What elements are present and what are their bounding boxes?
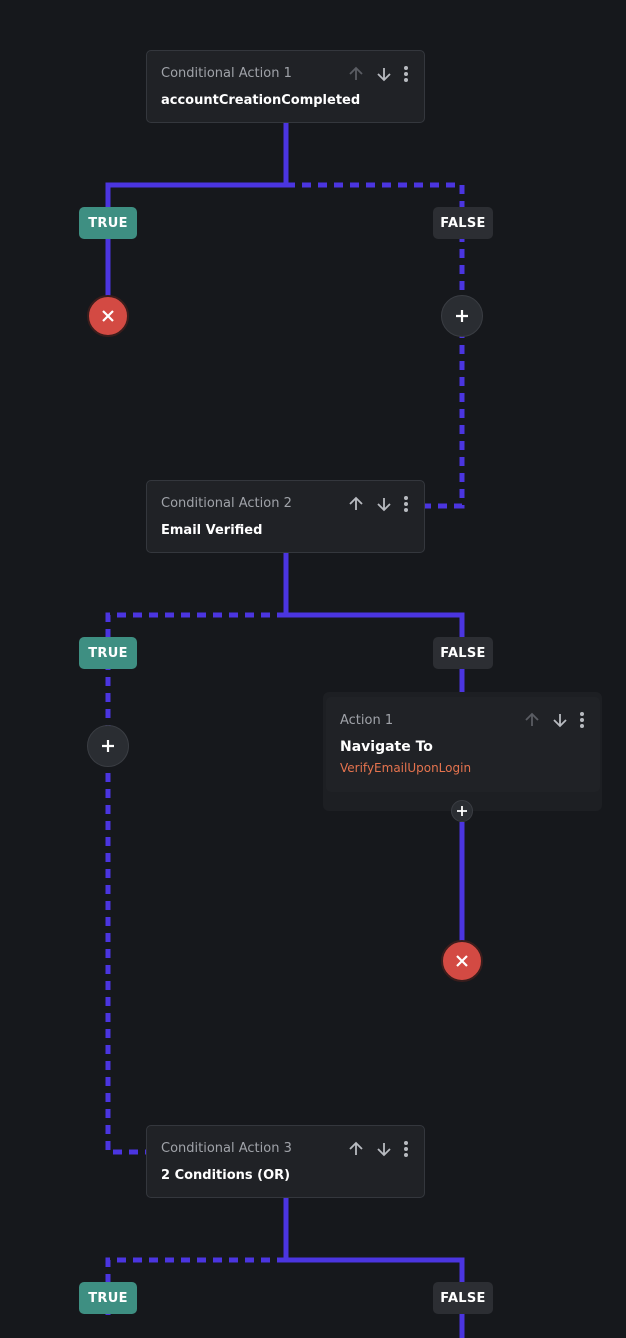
add-after-action-button[interactable] (451, 800, 473, 822)
action-type: Navigate To (340, 739, 433, 755)
add-action-button-1[interactable] (441, 295, 483, 337)
action-1-card[interactable]: Action 1 Navigate To VerifyEmailUponLogi… (326, 697, 600, 792)
plus-icon (456, 310, 468, 322)
connector-false-3 (283, 1197, 465, 1338)
more-vertical-icon[interactable] (402, 494, 410, 514)
arrow-down-icon[interactable] (550, 710, 570, 730)
arrow-down-icon[interactable] (374, 1139, 394, 1159)
card-condition: accountCreationCompleted (161, 93, 361, 108)
false-badge-2: FALSE (433, 637, 493, 669)
end-branch-button-1[interactable] (87, 295, 129, 337)
arrow-up-icon[interactable] (522, 710, 542, 730)
close-icon (456, 955, 468, 967)
card-condition: 2 Conditions (OR) (161, 1168, 291, 1183)
false-badge-1: FALSE (433, 207, 493, 239)
false-badge-3: FALSE (433, 1282, 493, 1314)
end-branch-button-2[interactable] (441, 940, 483, 982)
arrow-down-icon[interactable] (374, 64, 394, 84)
card-title: Action 1 (340, 713, 394, 728)
conditional-action-2-card[interactable]: Conditional Action 2 Email Verified (146, 480, 425, 553)
more-vertical-icon[interactable] (402, 1139, 410, 1159)
card-title: Conditional Action 2 (161, 496, 292, 511)
close-icon (102, 310, 114, 322)
true-badge-1: TRUE (79, 207, 137, 239)
connector-false-2 (283, 552, 465, 694)
arrow-down-icon[interactable] (374, 494, 394, 514)
more-vertical-icon[interactable] (578, 710, 586, 730)
card-condition: Email Verified (161, 523, 263, 538)
connector-true-2 (105, 612, 286, 1155)
card-title: Conditional Action 3 (161, 1141, 292, 1156)
arrow-up-icon[interactable] (346, 494, 366, 514)
arrow-up-icon[interactable] (346, 64, 366, 84)
plus-icon (457, 806, 467, 816)
more-vertical-icon[interactable] (402, 64, 410, 84)
conditional-action-1-card[interactable]: Conditional Action 1 accountCreationComp… (146, 50, 425, 123)
plus-icon (102, 740, 114, 752)
card-title: Conditional Action 1 (161, 66, 292, 81)
true-badge-2: TRUE (79, 637, 137, 669)
connector-true-1 (105, 122, 289, 296)
true-badge-3: TRUE (79, 1282, 137, 1314)
arrow-up-icon[interactable] (346, 1139, 366, 1159)
add-action-button-2[interactable] (87, 725, 129, 767)
conditional-action-3-card[interactable]: Conditional Action 3 2 Conditions (OR) (146, 1125, 425, 1198)
connector-false-1 (286, 182, 465, 509)
action-target: VerifyEmailUponLogin (340, 761, 472, 775)
